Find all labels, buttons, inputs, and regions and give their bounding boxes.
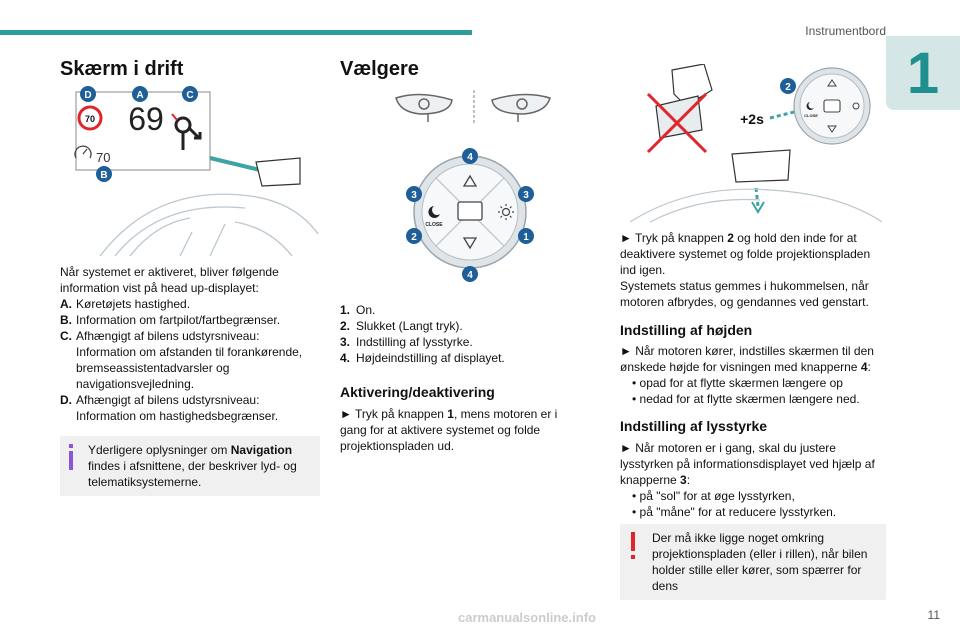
info-text-post: findes i afsnittene, der beskriver lyd- … — [88, 459, 297, 489]
activation-text: ► Tryk på knappen 1, mens motoren er i g… — [340, 407, 558, 453]
header-accent-bar — [0, 30, 472, 35]
sun-icon — [498, 204, 514, 220]
speed-limit-sign: 70 — [77, 105, 103, 131]
deactivation-illustration: +2s CLOSE 2 — [629, 64, 883, 223]
speed-limit-value: 70 — [85, 114, 95, 124]
hand-pressing-plate — [655, 64, 713, 139]
legend-item-4: 4.Højdeindstilling af displayet. — [340, 351, 505, 365]
svg-text:C: C — [186, 90, 193, 101]
callout-2: 2 — [406, 228, 422, 244]
svg-text:3: 3 — [411, 190, 417, 201]
svg-text:1: 1 — [523, 232, 529, 243]
control-pad-small: CLOSE — [793, 67, 871, 145]
projection-plate — [255, 157, 301, 187]
press-direction-arrow — [769, 108, 803, 120]
brightness-bullet-sun: • på "sol" for at øge lysstyrken, — [632, 489, 795, 503]
list-item-a: A. Køretøjets hastighed. — [60, 297, 191, 311]
info-text-navigation: Navigation — [230, 443, 293, 457]
callout-c: C — [182, 86, 198, 102]
callout-4-bottom: 4 — [462, 266, 478, 282]
forbidden-cross-icon — [646, 92, 708, 154]
warning-text: Der må ikke ligge noget omkring projekti… — [652, 531, 868, 593]
up-arrow-icon — [462, 174, 478, 187]
chapter-number: 1 — [906, 41, 940, 106]
projection-beam — [209, 156, 261, 172]
hold-label: +2s — [740, 111, 764, 127]
deactivation-text: ► Tryk på knappen 2 og hold den inde for… — [620, 230, 884, 310]
vehicle-speed-value: 69 — [128, 101, 164, 137]
svg-text:4: 4 — [467, 270, 473, 281]
callout-3-right: 3 — [518, 186, 534, 202]
memory-text: Systemets status gemmes i hukommelsen, n… — [620, 279, 869, 309]
callout-2-right: 2 — [780, 78, 796, 94]
list-item-c: C. Afhængigt af bilens udstyrsniveau: In… — [60, 329, 303, 391]
retracting-plate — [731, 149, 791, 214]
svg-text:B: B — [100, 170, 107, 181]
svg-text:+2s: +2s — [740, 111, 764, 127]
dashboard-outline-right — [629, 188, 883, 223]
steering-wheel-icon — [395, 90, 551, 124]
hud-toggle-icon — [457, 201, 483, 221]
chapter-title: Instrumentbord — [805, 24, 886, 38]
list-item-d: D. Afhængigt af bilens udstyrsniveau: In… — [60, 393, 279, 423]
info-text-pre: Yderligere oplysninger om — [88, 443, 231, 457]
svg-text:2: 2 — [785, 82, 791, 93]
svg-text:A: A — [136, 90, 143, 101]
moon-icon — [428, 206, 440, 218]
callout-1: 1 — [518, 228, 534, 244]
cruise-speed-value: 70 — [96, 150, 110, 165]
chapter-tab: 1 — [886, 36, 960, 110]
hud-display-illustration: 70 69 70 D A C B — [74, 86, 319, 257]
brightness-text: ► Når motoren er i gang, skal du justere… — [620, 440, 884, 520]
selector-legend: 1.On. 2.Slukket (Langt tryk). 3.Indstill… — [340, 302, 580, 366]
control-pad: CLOSE — [413, 155, 527, 269]
legend-item-1: 1.On. — [340, 303, 376, 317]
warning-box: Der må ikke ligge noget omkring projekti… — [620, 524, 886, 600]
callout-a: A — [132, 86, 148, 102]
legend-item-2: 2.Slukket (Langt tryk). — [340, 319, 463, 333]
selector-buttons-illustration: CLOSE 4 3 3 2 1 4 — [395, 90, 551, 282]
down-arrow-icon — [462, 237, 478, 250]
svg-text:CLOSE: CLOSE — [804, 113, 818, 118]
callout-b: B — [96, 166, 112, 182]
heading-brightness: Indstilling af lysstyrke — [620, 418, 768, 434]
callout-d: D — [80, 86, 96, 102]
navigation-arrow-icon — [171, 113, 202, 150]
callout-3-left: 3 — [406, 186, 422, 202]
close-label: CLOSE — [425, 222, 443, 228]
display-intro: Når systemet er aktiveret, bliver følgen… — [60, 265, 279, 295]
height-bullet-up: • opad for at flytte skærmen længere op — [632, 376, 843, 390]
watermark: carmanualsonline.info — [458, 610, 596, 625]
heading-height: Indstilling af højden — [620, 322, 753, 338]
svg-text:2: 2 — [411, 232, 417, 243]
svg-text:4: 4 — [467, 152, 473, 163]
heading-selectors: Vælgere — [340, 58, 419, 80]
svg-text:D: D — [84, 90, 91, 101]
callout-4-top: 4 — [462, 148, 478, 164]
list-item-b: B. Information om fartpilot/fartbegrænse… — [60, 313, 281, 327]
dashboard-outline — [99, 193, 319, 257]
svg-text:3: 3 — [523, 190, 529, 201]
cruise-control-icon — [74, 145, 92, 159]
legend-item-3: 3.Indstilling af lysstyrke. — [340, 335, 473, 349]
page-number: 11 — [927, 608, 940, 622]
height-text: ► Når motoren kører, indstilles skærmen … — [620, 343, 884, 407]
info-box-navigation: Yderligere oplysninger om Navigation fin… — [60, 436, 320, 496]
info-icon — [69, 444, 73, 470]
height-bullet-down: • nedad for at flytte skærmen længere ne… — [632, 392, 860, 406]
heading-display: Skærm i drift — [60, 58, 184, 80]
brightness-bullet-moon: • på "måne" for at reducere lysstyrken. — [632, 505, 837, 519]
warning-icon — [631, 532, 635, 559]
heading-activation: Aktivering/deaktivering — [340, 384, 495, 400]
display-description: Når systemet er aktiveret, bliver følgen… — [60, 264, 316, 424]
